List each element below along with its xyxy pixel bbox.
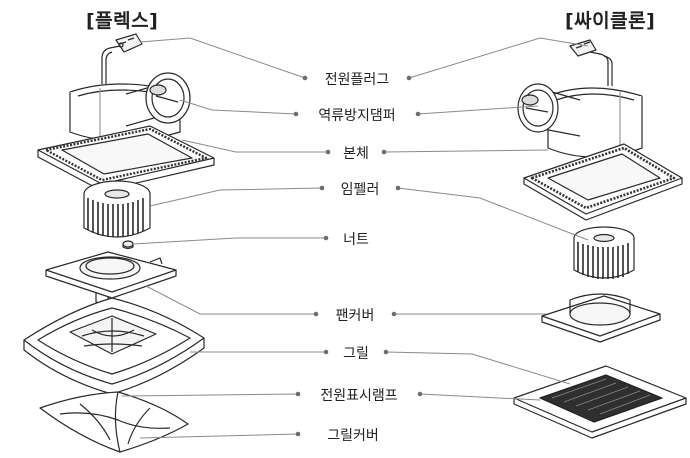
label-grill-cover: 그릴커버	[327, 428, 379, 444]
flex-impeller	[83, 180, 151, 238]
flex-grill	[23, 297, 205, 399]
label-fan-cover: 팬커버	[335, 308, 375, 324]
cyclone-fan-cover	[541, 293, 661, 343]
cyclone-impeller	[573, 226, 635, 279]
cyclone-backdraft-damper	[517, 83, 581, 137]
flex-grill-cover	[39, 391, 189, 453]
cyclone-body	[547, 87, 643, 158]
label-body: 본체	[343, 146, 369, 162]
model-title-cyclone: [싸이클론]	[565, 10, 656, 32]
flex-fan-cover	[45, 251, 177, 307]
label-impeller: 임펠러	[340, 182, 380, 198]
flex-backdraft-damper	[125, 72, 191, 127]
label-grill: 그릴	[343, 346, 369, 362]
flex-nut	[122, 240, 134, 250]
label-power-plug: 전원플러그	[324, 72, 390, 88]
model-title-flex: [플렉스]	[86, 10, 159, 32]
flex-frame	[37, 125, 215, 192]
cyclone-power-plug	[569, 39, 613, 86]
label-nut: 너트	[343, 232, 369, 248]
flex-power-plug	[101, 33, 143, 84]
cyclone-grill	[513, 365, 687, 439]
label-power-lamp: 전원표시램프	[320, 388, 398, 404]
label-backdraft-damper: 역류방지댐퍼	[318, 108, 396, 124]
cyclone-frame	[523, 143, 683, 221]
